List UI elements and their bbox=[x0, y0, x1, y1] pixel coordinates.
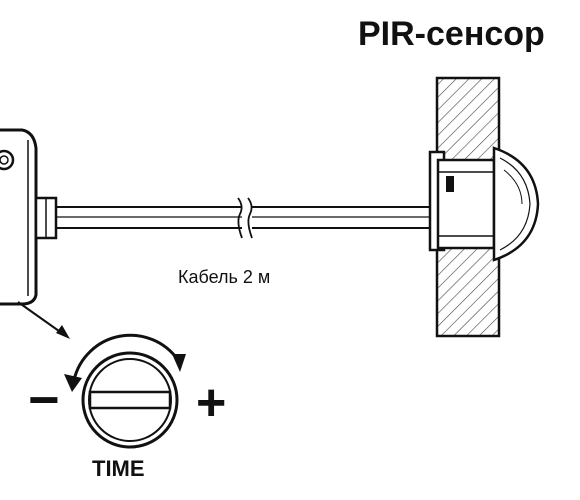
rotation-arrow bbox=[64, 333, 186, 392]
diagram-title: PIR-сенсор bbox=[358, 15, 545, 53]
sensor-lens-dome bbox=[492, 146, 540, 262]
knob-slot bbox=[88, 390, 172, 410]
time-label: TIME bbox=[92, 456, 145, 481]
terminal-block bbox=[446, 176, 454, 192]
arrow-left-icon bbox=[64, 374, 82, 392]
control-unit bbox=[0, 128, 58, 306]
cable-length-label: Кабель 2 м bbox=[178, 267, 270, 287]
pir-sensor bbox=[428, 146, 540, 262]
cable bbox=[56, 197, 430, 239]
plus-symbol: + bbox=[196, 374, 226, 432]
minus-symbol: − bbox=[28, 370, 60, 430]
cable-break-mark bbox=[237, 197, 243, 239]
time-knob bbox=[81, 351, 179, 449]
pointer-arrow bbox=[17, 301, 70, 339]
arrow-right-icon bbox=[172, 354, 186, 372]
